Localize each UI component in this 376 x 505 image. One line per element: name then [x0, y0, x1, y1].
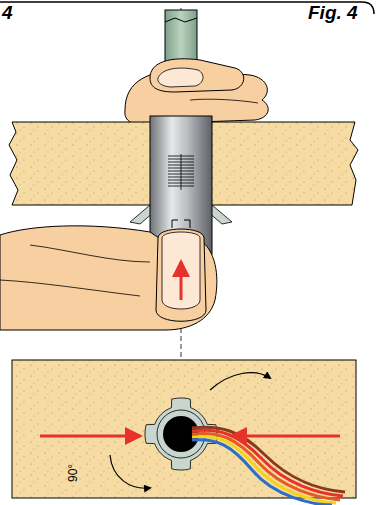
figure-label: Fig. 4 [308, 2, 358, 24]
push-arrow [180, 262, 183, 300]
thumbnail [158, 68, 203, 87]
squeeze-arrow [40, 435, 140, 438]
rotation-arrow [210, 373, 270, 390]
rotation-arrow [110, 455, 150, 488]
thumb [150, 59, 244, 92]
figure-number: 4 [2, 2, 13, 24]
thumbnail [162, 232, 200, 309]
thumb [156, 229, 206, 321]
hand [0, 226, 217, 330]
wires [192, 427, 345, 505]
angle-label: 90° [66, 464, 80, 482]
squeeze-arrow [232, 435, 340, 438]
wood-panel [12, 360, 356, 498]
